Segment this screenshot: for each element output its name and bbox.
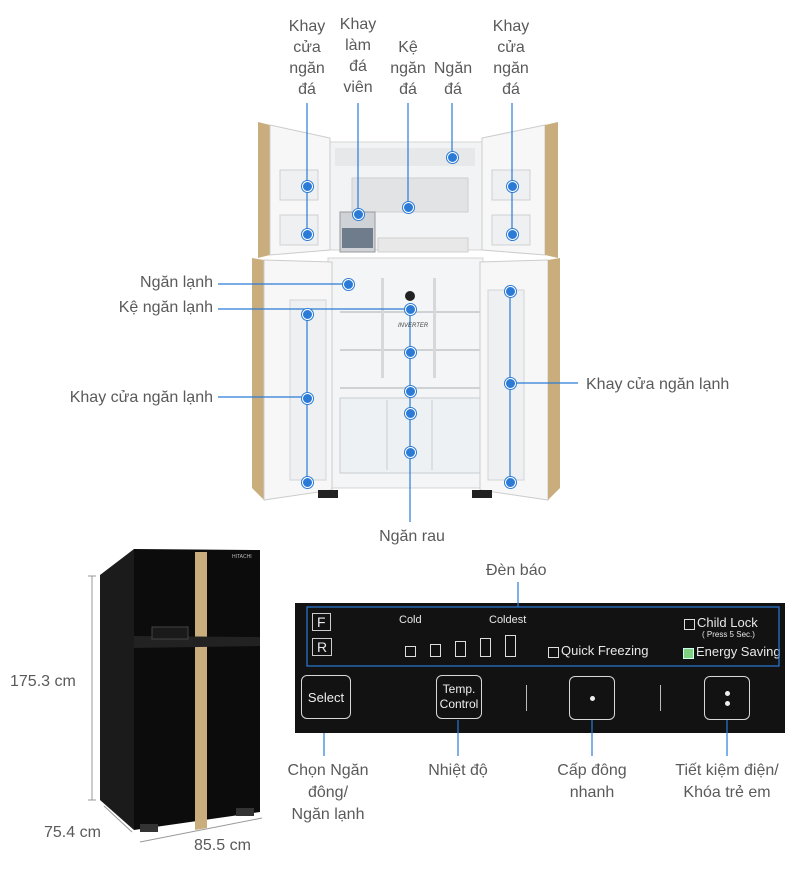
- label-vegetable: Ngăn rau: [379, 528, 445, 545]
- dot-vegetable-2: [405, 447, 416, 458]
- temp-level-3: [455, 641, 466, 657]
- energy-saving-button[interactable]: [704, 676, 750, 720]
- temp-level-4: [480, 638, 491, 657]
- label-energy-desc: Tiết kiệm điện/ Khóa trẻ em: [675, 762, 779, 801]
- dot-door-tray-freezer-right-1: [507, 181, 518, 192]
- press-5-label: ( Press 5 Sec.): [702, 630, 755, 639]
- label-fridge-door-tray-right: Khay cửa ngăn lạnh: [586, 376, 730, 393]
- label-ice-tray: Khay làm đá viên: [339, 16, 377, 96]
- label-select-desc: Chọn Ngăn đông/ Ngăn lạnh: [287, 762, 369, 823]
- freezer-indicator: F: [312, 613, 331, 631]
- dot-fridge: [343, 279, 354, 290]
- energy-saving-indicator: [683, 648, 694, 659]
- divider: [660, 685, 661, 711]
- temp-level-2: [430, 644, 441, 657]
- fridge-brand: HITACHI: [232, 554, 252, 560]
- label-fridge: Ngăn lạnh: [140, 274, 213, 291]
- temp-control-button[interactable]: Temp. Control: [436, 675, 482, 719]
- energy-saving-label: Energy Saving: [696, 644, 781, 659]
- dot-door-tray-freezer-left-1: [302, 181, 313, 192]
- label-freezer-shelf: Kệ ngăn đá: [390, 39, 426, 98]
- dimension-lines: [88, 575, 263, 843]
- dot-icon: [589, 695, 595, 701]
- inverter-text: INVERTER: [398, 323, 429, 329]
- dot-fridge-shelf-2: [405, 347, 416, 358]
- quick-freezing-label: Quick Freezing: [561, 643, 649, 658]
- label-temp-desc: Nhiệt độ: [428, 762, 488, 779]
- label-fridge-shelf: Kệ ngăn lạnh: [118, 299, 213, 316]
- divider: [526, 685, 527, 711]
- dot-icon: [724, 690, 730, 696]
- dot-icon: [724, 700, 730, 706]
- dot-ice-tray: [353, 209, 364, 220]
- label-door-tray-freezer-right: Khay cửa ngăn đá: [492, 18, 530, 98]
- temp-level-1: [405, 646, 416, 657]
- dot-fridge-shelf-3: [405, 386, 416, 397]
- fridge-indicator: R: [312, 638, 333, 656]
- dot-vegetable-1: [405, 408, 416, 419]
- label-quick-desc: Cấp đông nhanh: [557, 762, 627, 801]
- label-fridge-door-tray-left: Khay cửa ngăn lạnh: [69, 389, 213, 406]
- select-button[interactable]: Select: [301, 675, 351, 719]
- dot-fridge-shelf-1: [405, 304, 416, 315]
- dot-door-tray-freezer-left-2: [302, 229, 313, 240]
- cold-label: Cold: [399, 614, 422, 626]
- child-lock-label: Child Lock: [697, 615, 758, 630]
- label-door-tray-freezer-left: Khay cửa ngăn đá: [288, 18, 326, 98]
- dimension-width: 85.5 cm: [194, 837, 251, 854]
- dot-freezer: [447, 152, 458, 163]
- dot-freezer-shelf: [403, 202, 414, 213]
- dot-fridge-door-left-2: [302, 393, 313, 404]
- dot-fridge-door-left-1: [302, 309, 313, 320]
- temp-level-5: [505, 635, 516, 657]
- dot-door-tray-freezer-right-2: [507, 229, 518, 240]
- dimension-height: 175.3 cm: [10, 673, 76, 690]
- dot-fridge-door-left-3: [302, 477, 313, 488]
- dot-fridge-door-right-3: [505, 477, 516, 488]
- dimension-depth: 75.4 cm: [44, 824, 101, 841]
- child-lock-indicator: [684, 619, 695, 630]
- quick-freezing-indicator: [548, 647, 559, 658]
- dot-fridge-door-right-2: [505, 378, 516, 389]
- quick-freezing-button[interactable]: [569, 676, 615, 720]
- label-freezer: Ngăn đá: [433, 60, 473, 98]
- label-indicator: Đèn báo: [486, 562, 547, 579]
- coldest-label: Coldest: [489, 614, 527, 626]
- dot-fridge-door-right-1: [505, 286, 516, 297]
- control-panel: F R Cold Coldest Quick Freezing Child Lo…: [295, 603, 785, 733]
